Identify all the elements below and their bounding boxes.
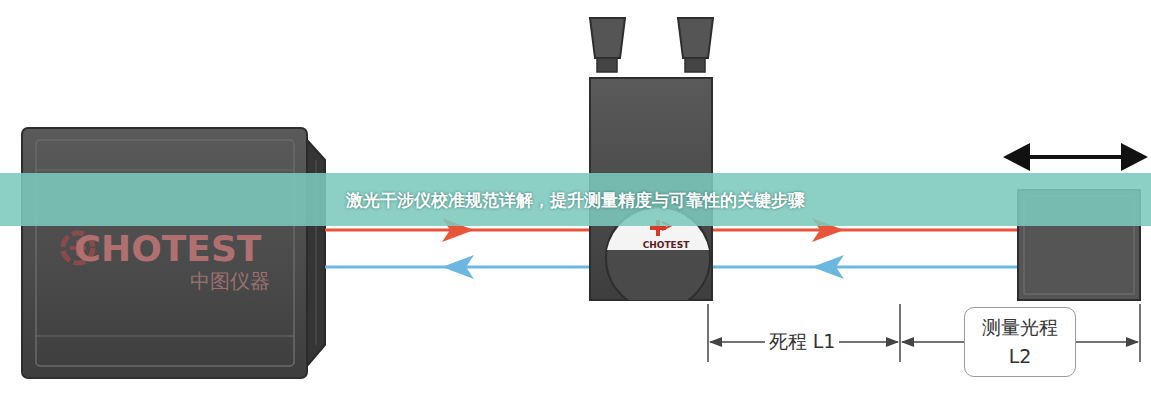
watermark-brand: CHOTEST — [75, 228, 262, 269]
dimension-label: 死程 L1 — [765, 329, 840, 355]
box-text: 测量光程 L2 — [975, 313, 1065, 372]
interferometer — [590, 18, 713, 310]
watermark-brand-cn: 中图仪器 — [190, 268, 270, 295]
badge-brand: CHOTEST — [643, 240, 690, 250]
measure-box: 测量光程 L2 — [964, 307, 1076, 378]
banner-title: 激光干涉仪校准规范详解，提升测量精度与可靠性的关键步骤 — [346, 189, 805, 212]
title-banner — [0, 173, 1151, 226]
laser-head — [22, 128, 325, 378]
